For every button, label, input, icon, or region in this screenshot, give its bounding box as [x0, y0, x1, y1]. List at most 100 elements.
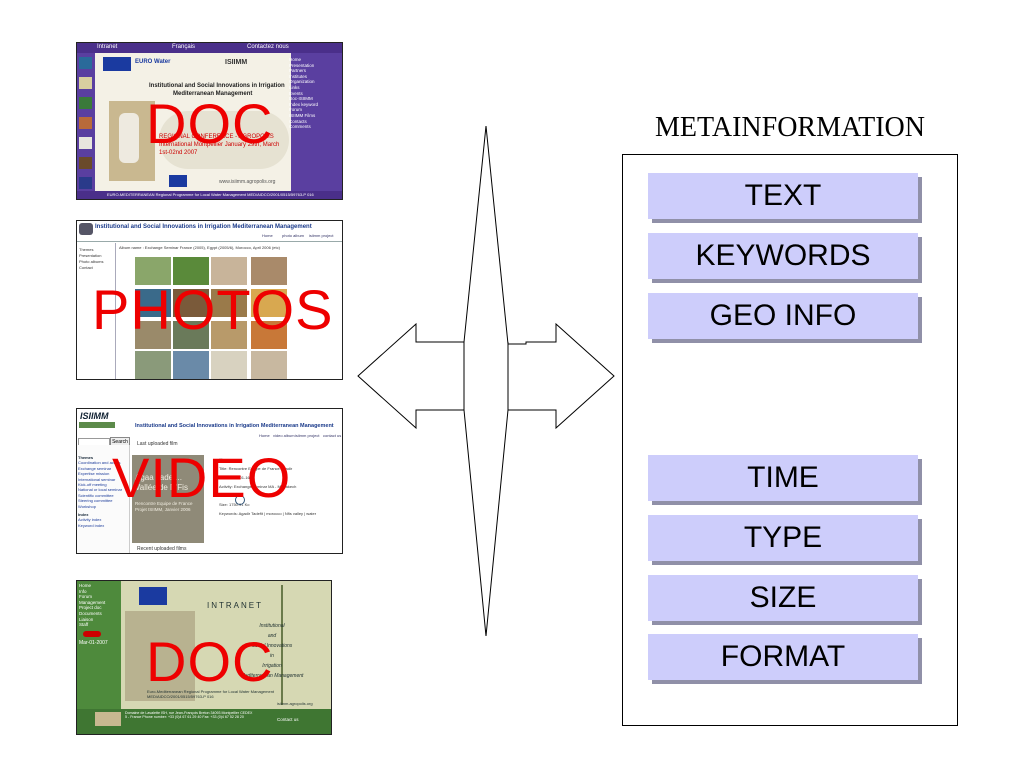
doc2-contact-link[interactable]: Contact us — [277, 717, 299, 722]
video-nav-home[interactable]: Home — [259, 433, 270, 438]
doc1-nav-item[interactable]: Forum — [289, 107, 303, 113]
video-theme-item[interactable]: Expertise mission — [78, 471, 110, 477]
doc2-stack-word: in — [270, 653, 274, 659]
video-clip-line: Agaa Tadef... — [135, 473, 182, 482]
photos-header: Institutional and Social Innovations in … — [77, 221, 342, 242]
video-format-icon — [235, 495, 245, 505]
doc1-footer: EURO-MEDITERRANEAN Regional Programme fo… — [77, 191, 342, 199]
video-nav-album[interactable]: video album — [273, 433, 295, 438]
photo-thumb[interactable] — [211, 289, 247, 317]
photos-sidebar-item[interactable]: Photo albums — [79, 259, 104, 264]
doc1-link-francais[interactable]: Français — [172, 44, 196, 50]
photos-title: Institutional and Social Innovations in … — [95, 224, 312, 230]
video-label: VIDEO — [112, 446, 292, 509]
doc1-url[interactable]: www.isiimm.agropolis.org — [219, 179, 276, 185]
doc1-link-intranet[interactable]: Intranet — [97, 44, 118, 50]
photo-thumb[interactable] — [135, 321, 171, 349]
doc1-nav-item[interactable]: Presentation — [289, 62, 315, 68]
doc-thumbnail-1: Intranet Français Contactez nous EURO Wa… — [76, 42, 343, 200]
metainformation-title: METAINFORMATION — [655, 112, 925, 143]
photo-thumb[interactable] — [135, 257, 171, 285]
photos-nav-home[interactable]: Home — [262, 233, 273, 238]
doc2-nav-item[interactable]: Forum — [79, 594, 93, 600]
doc1-nav-item[interactable]: Partners — [289, 68, 307, 74]
doc1-nav-item[interactable]: Doc-ISIIMM — [289, 96, 313, 102]
doc2-program: Euro-Mediterranean Regional Programme fo… — [147, 689, 275, 699]
doc1-logo-isiimm: ISIIMM — [225, 59, 248, 66]
photos-sidebar-item[interactable]: Presentation — [79, 253, 102, 258]
logo-icon — [95, 712, 121, 726]
doc2-banner: INTRANET — [207, 601, 263, 610]
photos-sidebar-item[interactable]: Contact — [79, 265, 93, 270]
eu-flag-small-icon — [169, 175, 187, 187]
video-theme-item[interactable]: Kick-off meeting — [78, 482, 107, 488]
doc2-content-area: INTRANET Institutional and Social Innova… — [121, 581, 331, 709]
photos-album-title: Album name : Exchange Seminar France (20… — [119, 245, 280, 250]
doc2-nav-item[interactable]: Project doc — [79, 605, 102, 611]
doc1-nav-item[interactable]: Index keyword — [289, 101, 319, 107]
photo-thumb[interactable] — [173, 351, 209, 379]
doc1-conference-text: REGIONAL CONFERENCE - AGROPOLIS Internat… — [159, 134, 280, 156]
meta-item-keywords: KEYWORDS — [648, 233, 918, 279]
doc1-link-contact[interactable]: Contactez nous — [247, 44, 289, 50]
doc2-nav-item[interactable]: Staff — [79, 622, 89, 628]
doc2-stack-word: Mediterranean Management — [240, 673, 304, 679]
video-index-item[interactable]: Keyword index — [78, 522, 105, 528]
doc2-nav-item[interactable]: Management — [79, 599, 106, 605]
doc2-nav-item[interactable]: Home — [79, 583, 92, 588]
video-theme-item[interactable]: Scientific committee — [78, 492, 114, 498]
doc1-footer-text: EURO-MEDITERRANEAN Regional Programme fo… — [107, 192, 314, 197]
photo-thumb[interactable] — [135, 351, 171, 379]
video-theme-item[interactable]: International seminar — [78, 476, 116, 482]
photo-thumb[interactable] — [173, 289, 209, 317]
photo-thumb[interactable] — [211, 351, 247, 379]
video-sidebar: Themes Coordination and actors Exchange … — [77, 445, 130, 553]
doc-label-2: DOC — [146, 630, 274, 693]
doc1-nav-item[interactable]: Home — [289, 57, 302, 62]
doc1-nav-item[interactable]: Links — [289, 84, 300, 90]
four-way-arrow-icon — [357, 125, 615, 637]
video-detail: Activity: Exchange seminar MA - Marrakec… — [219, 484, 297, 489]
photo-thumb[interactable] — [251, 289, 287, 317]
video-nav-contact[interactable]: contact us — [323, 433, 342, 438]
photo-thumb[interactable] — [173, 257, 209, 285]
video-clip-preview[interactable]: Agaa Tadef... Vallée de N'Fis Rencontre … — [132, 455, 204, 543]
video-detail: Year: 2006-01-16 — [219, 475, 250, 480]
video-themes-header: Themes — [78, 455, 94, 460]
doc1-nav-item[interactable]: Events — [289, 90, 303, 96]
video-logo-bar — [79, 422, 115, 428]
photos-nav-album[interactable]: photo album — [282, 233, 305, 238]
doc1-nav-item[interactable]: Contacts — [289, 118, 307, 124]
doc1-nav-item[interactable]: Comments — [289, 124, 311, 130]
video-section-title: Last uploaded film — [137, 441, 178, 447]
video-theme-item[interactable]: Exchange seminar — [78, 465, 112, 471]
video-theme-item[interactable]: Steering committee — [78, 498, 113, 504]
conference-photo — [159, 111, 289, 169]
photo-thumb[interactable] — [173, 321, 209, 349]
video-nav-project[interactable]: isiimm project — [295, 433, 320, 438]
doc1-nav-item[interactable]: Institutes — [289, 73, 308, 79]
doc2-nav-item[interactable]: Liaison — [79, 616, 94, 622]
doc1-nav-item[interactable]: Organization — [289, 79, 315, 85]
doc1-nav-item[interactable]: ISIIMM Films — [289, 112, 316, 118]
video-theme-item[interactable]: National or local seminar — [78, 487, 123, 493]
video-theme-item[interactable]: Coordination and actors — [78, 460, 121, 466]
photo-thumb[interactable] — [251, 321, 287, 349]
video-thumbnail: ISIIMM Institutional and Social Innovati… — [76, 408, 343, 554]
doc2-url[interactable]: isiimm.agropolis.org — [277, 701, 313, 706]
video-index-header: Index — [78, 512, 89, 518]
photo-thumb[interactable] — [211, 321, 247, 349]
photos-nav-project[interactable]: isiimm project — [309, 233, 334, 238]
doc2-stack-word: and — [267, 633, 277, 639]
photo-thumb[interactable] — [135, 289, 171, 317]
red-badge-icon — [83, 631, 101, 637]
doc2-nav-item[interactable]: Info — [79, 588, 87, 594]
photos-label: PHOTOS — [92, 278, 334, 341]
photo-thumb[interactable] — [251, 351, 287, 379]
doc2-nav-item[interactable]: Documents — [79, 610, 102, 616]
photo-thumb[interactable] — [211, 257, 247, 285]
video-index-item[interactable]: Activity index — [78, 517, 102, 523]
photo-thumb[interactable] — [251, 257, 287, 285]
video-theme-item[interactable]: Workshop — [78, 503, 96, 509]
photos-sidebar-item[interactable]: Themes — [79, 247, 94, 252]
